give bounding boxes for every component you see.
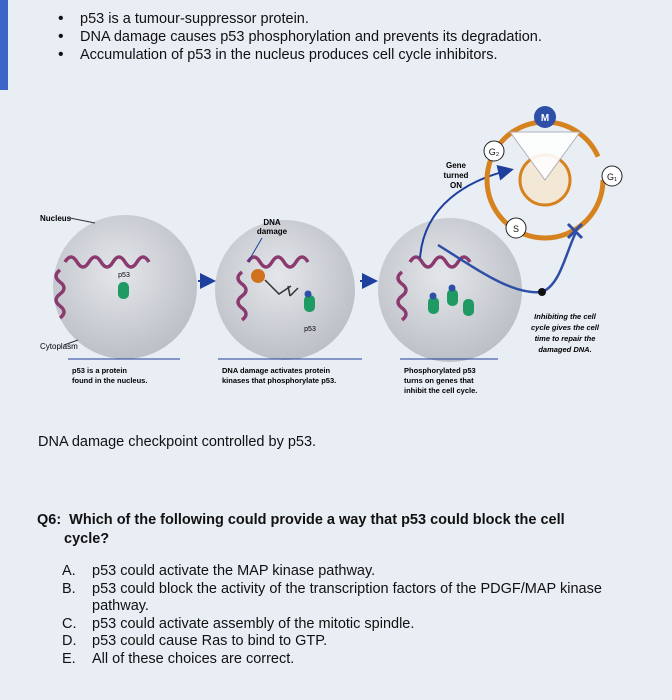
intro-bullets: p53 is a tumour-suppressor protein. DNA … [50,10,542,64]
p53-protein-3a [428,297,439,314]
m-phase-label: M [541,113,549,124]
dna-strand-1 [63,255,151,269]
p53-label-1: p53 [118,272,130,279]
phosphate-2 [429,292,437,300]
nucleus-label: Nucleus [40,214,72,223]
dna-damage-label-2: damage [257,227,288,236]
option-b-letter: B. [62,580,76,597]
g1-phase-marker [601,165,623,187]
s-phase-marker [505,217,527,239]
option-d[interactable]: D. p53 could cause Ras to bind to GTP. [62,633,652,651]
step1-label-2: found in the nucleus. [72,376,147,385]
option-e[interactable]: E. All of these choices are correct. [62,651,652,669]
option-e-letter: E. [62,650,76,667]
cytoplasm-pointer [63,339,79,346]
dna-damage-label-1: DNA [263,218,281,227]
g2-phase-marker [483,140,505,162]
inhibiting-label-1: Inhibiting the cell [534,312,597,321]
dna-strand-1b [54,268,66,320]
p53-label-2: p53 [304,326,316,333]
p53-protein-2 [304,295,315,312]
option-b-text: p53 could block the activity of the tran… [92,580,602,615]
step1-label-1: p53 is a protein [72,366,127,375]
dna-strand-2 [246,255,310,269]
p53-protein-3c [463,299,474,316]
p53-protein-3b [447,289,458,306]
g1-phase-label: G₁ [607,172,617,182]
s-phase-label: S [513,224,519,234]
option-d-letter: D. [62,633,77,649]
option-c-text: p53 could activate assembly of the mitot… [92,615,415,632]
gene-on-label-1: Gene [446,161,467,170]
inhibiting-label-4: damaged DNA. [538,345,591,354]
answer-options: A. p53 could activate the MAP kinase path… [62,563,652,668]
figure-caption: DNA damage checkpoint controlled by p53. [38,434,317,450]
g2-phase-label: G₂ [489,147,500,157]
accent-bar [0,0,8,90]
option-d-text: p53 could cause Ras to bind to GTP. [92,633,328,649]
inhibiting-label-2: cycle gives the cell [531,323,600,332]
step2-label-1: DNA damage activates protein [222,366,331,375]
option-c-letter: C. [62,615,77,632]
kinase [251,269,265,283]
gene-on-label-2: turned [444,171,469,180]
dna-damage-pointer [247,237,263,263]
option-c[interactable]: C. p53 could activate assembly of the mit… [62,616,652,634]
question-text-line1: Which of the following could provide a w… [69,512,565,528]
bullet-1: p53 is a tumour-suppressor protein. [50,10,542,28]
nucleus-pointer [69,217,96,224]
dna-strand-2b [236,270,248,322]
step3-label-3: inhibit the cell cycle. [404,386,477,395]
phosphate-1 [304,290,312,298]
gene-on-arrow [419,165,514,259]
question-text-line2: cycle? [64,531,110,547]
inhibiting-label-3: time to repair the [535,334,596,343]
kinase-connector [264,279,292,295]
block-x-icon [566,222,584,240]
y-shape [287,285,299,297]
m-phase-cone [509,131,581,181]
bullet-3: Accumulation of p53 in the nucleus produ… [50,46,542,64]
step3-label-1: Phosphorylated p53 [404,366,476,375]
cytoplasm-label: Cytoplasm [40,342,78,351]
option-a-text: p53 could activate the MAP kinase pathwa… [92,563,376,579]
dna-strand-3b [396,270,408,322]
inhibition-node [538,288,546,296]
option-a-letter: A. [62,563,76,579]
step3-label-2: turns on genes that [404,376,474,385]
p53-checkpoint-diagram: M G₂ G₁ S Nucleus Cytoplasm DNA damage p… [40,106,623,395]
question-number: Q6: [37,512,62,528]
gene-on-label-3: ON [450,181,462,190]
option-b[interactable]: B. p53 could block the activity of the tr… [62,581,652,616]
phosphate-3 [448,284,456,292]
question-block: Q6: Which of the following could provide … [37,511,637,549]
option-a[interactable]: A. p53 could activate the MAP kinase path… [62,563,652,581]
step2-label-2: kinases that phosphorylate p53. [222,376,336,385]
bullet-2: DNA damage causes p53 phosphorylation an… [50,28,542,46]
option-e-text: All of these choices are correct. [92,650,295,667]
p53-protein-1 [118,282,129,299]
dna-strand-3 [408,255,472,269]
m-phase-marker [534,106,556,128]
